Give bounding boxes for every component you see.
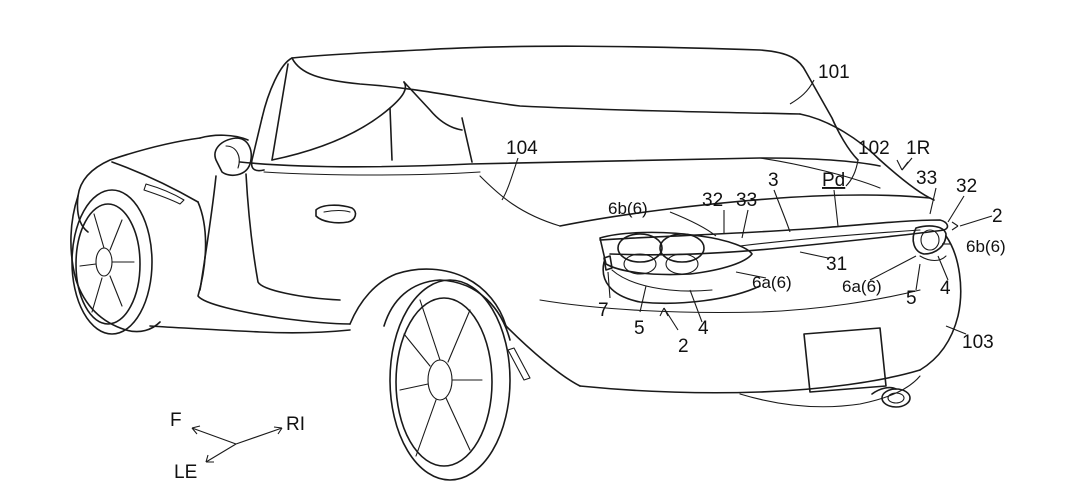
rear-spoiler <box>599 219 949 256</box>
label-104: 104 <box>506 138 538 159</box>
label-32-left: 32 <box>702 190 723 211</box>
label-102: 102 <box>858 138 890 159</box>
label-Pd: Pd <box>822 170 845 191</box>
label-32-right: 32 <box>956 176 977 197</box>
label-4-left: 4 <box>698 318 709 339</box>
label-33-left: 33 <box>736 190 757 211</box>
direction-front-label: F <box>170 410 182 431</box>
right-rear-lamp <box>912 225 947 262</box>
left-rear-lamp <box>599 231 761 304</box>
label-5-right: 5 <box>906 288 917 309</box>
direction-right-label: RI <box>286 414 305 435</box>
label-103: 103 <box>962 332 994 353</box>
label-4-right: 4 <box>940 278 951 299</box>
leader-lines <box>501 79 993 335</box>
label-5-left: 5 <box>634 318 645 339</box>
label-31: 31 <box>826 254 847 275</box>
label-3: 3 <box>768 170 779 191</box>
car-body <box>70 45 962 481</box>
label-6b6-right: 6b(6) <box>966 237 1006 256</box>
rear-wheel <box>383 279 511 481</box>
label-6a6-left: 6a(6) <box>752 273 792 292</box>
label-7: 7 <box>598 300 609 321</box>
label-6a6-right: 6a(6) <box>842 277 882 296</box>
front-wheel <box>71 189 153 335</box>
reference-labels: 101 1R 102 104 3 Pd 33 32 33 32 6b(6) 2 … <box>506 62 1006 357</box>
label-33-right: 33 <box>916 168 937 189</box>
label-6b6-left: 6b(6) <box>608 199 648 218</box>
direction-left-label: LE <box>174 462 197 483</box>
label-2-top: 2 <box>992 206 1003 227</box>
label-1R: 1R <box>906 138 930 159</box>
label-101: 101 <box>818 62 850 83</box>
direction-indicator: F RI LE <box>170 410 305 483</box>
label-2-bottom: 2 <box>678 336 689 357</box>
